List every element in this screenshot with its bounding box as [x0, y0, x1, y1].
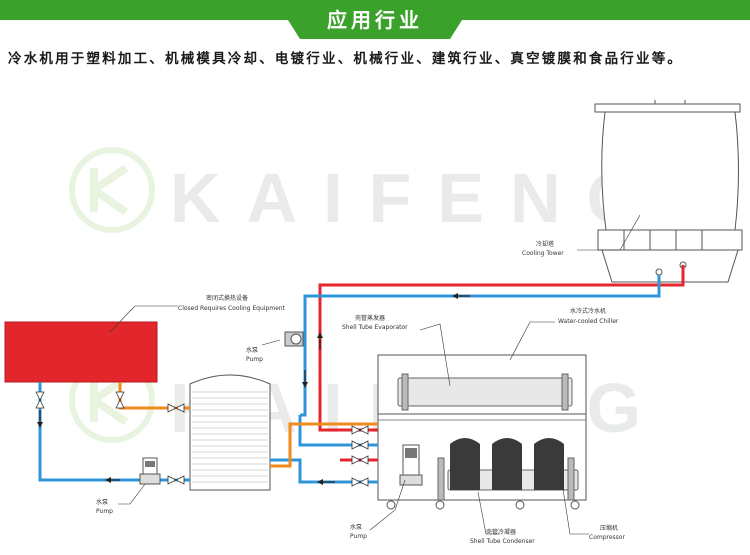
- valve-7: [35, 391, 45, 409]
- flow-arrows: [37, 293, 470, 485]
- tower-basin: [601, 249, 739, 283]
- pump-left-label-en: Pump: [96, 508, 113, 515]
- cooling-tower-label-en: Cooling Tower: [522, 250, 564, 257]
- watermark-text: KAIFENG: [170, 159, 667, 237]
- tower-shell: [601, 111, 739, 231]
- banner-band: [0, 0, 750, 39]
- valves: [35, 391, 369, 487]
- process-pipe-right: [270, 422, 378, 468]
- cooling-tower: [594, 100, 743, 283]
- compressor-1: [450, 438, 480, 490]
- chiller-pump: [399, 444, 423, 486]
- valve-1: [351, 425, 369, 435]
- cooling-tower-label-zh: 冷却塔: [536, 240, 554, 248]
- shell-tube-evaporator: [397, 377, 573, 407]
- compressor-label-en: Compressor: [589, 534, 625, 541]
- pump-top-label-en: Pump: [246, 356, 263, 363]
- banner-title: 应用行业: [327, 8, 423, 32]
- valve-6: [167, 475, 185, 485]
- condenser-label-en: Shell Tube Condenser: [470, 538, 535, 545]
- tank-rings: [192, 391, 268, 483]
- intro-text: 冷水机用于塑料加工、机械模具冷却、电镀行业、机械行业、建筑行业、真空镀膜和食品行…: [8, 51, 684, 67]
- pump-left: [139, 457, 161, 485]
- cold-pipe-left: [38, 382, 190, 482]
- banner-shape: [0, 0, 750, 39]
- valve-5: [167, 403, 185, 413]
- hot-pipe-main: [318, 265, 685, 432]
- chiller-system-diagram: KAIFENG KAIFENG: [4, 100, 743, 545]
- pump-bottom-label-zh: 水泵: [350, 523, 362, 531]
- valve-4: [351, 477, 369, 487]
- valve-2: [351, 440, 369, 450]
- compressor-3: [534, 438, 564, 490]
- chiller-label-en: Water-cooled Chiller: [558, 318, 619, 325]
- pump-top: [284, 331, 304, 347]
- evaporator-label-zh: 壳管蒸发器: [355, 314, 385, 322]
- cold-pipe-return: [300, 275, 661, 417]
- compressors: [450, 438, 564, 490]
- pump-left-label-zh: 水泵: [96, 498, 108, 506]
- cold-pipe-bottom: [270, 458, 378, 484]
- water-cooled-chiller: [377, 354, 587, 510]
- leader-lines: [109, 214, 641, 535]
- tower-top-cap: [594, 103, 741, 113]
- tower-inlet: [655, 268, 663, 276]
- cooling-equipment-label-zh: 密闭式换热设备: [206, 294, 248, 302]
- closed-cooling-equipment: [4, 321, 158, 383]
- evaporator-label-en: Shell Tube Evaporator: [342, 324, 408, 331]
- water-tank: [189, 374, 271, 491]
- kaifeng-leaf-logo-icon: [69, 147, 155, 233]
- valve-3: [351, 455, 369, 465]
- banner: 应用行业: [0, 0, 750, 40]
- labels: 密闭式换热设备 Closed Requires Cooling Equipmen…: [96, 240, 625, 545]
- condenser-label-zh: 壳管冷凝器: [486, 528, 516, 536]
- valve-8: [115, 391, 125, 409]
- compressor-label-zh: 压缩机: [600, 524, 618, 532]
- cooling-equipment-label-en: Closed Requires Cooling Equipment: [178, 305, 286, 312]
- pump-top-label-zh: 水泵: [246, 346, 258, 354]
- tower-fan-motor: [654, 100, 686, 105]
- compressor-2: [492, 438, 522, 490]
- pump-bottom-label-en: Pump: [350, 533, 367, 540]
- tower-louvers: [597, 229, 743, 251]
- chiller-label-zh: 水冷式冷水机: [570, 307, 606, 315]
